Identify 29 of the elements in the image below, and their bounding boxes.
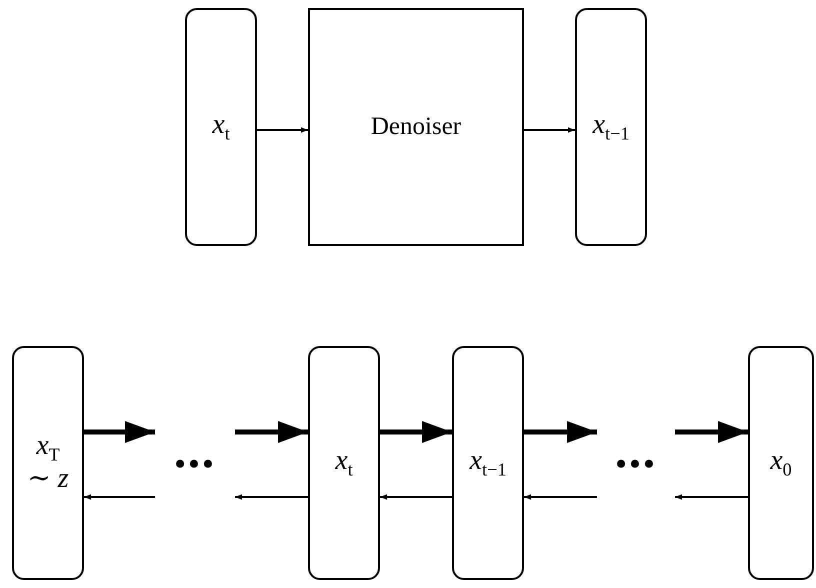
arrow (84, 421, 155, 443)
arrow (380, 494, 452, 500)
arrow (524, 421, 597, 443)
arrow (380, 421, 452, 443)
math-label: x$_{t−1}$ (592, 110, 630, 144)
arrow (524, 494, 597, 500)
ellipsis-dots: ••• (615, 446, 657, 484)
math-label: x$_{T}$ (36, 430, 60, 464)
arrow (235, 494, 308, 500)
math-label: ∼ z (27, 464, 69, 496)
arrow (675, 421, 748, 443)
math-label: x$_{0}$ (770, 446, 792, 480)
rounded-box (185, 8, 257, 246)
math-label: x$_{t}$ (212, 110, 230, 144)
rounded-box (575, 8, 647, 246)
box-label: Denoiser (370, 113, 462, 141)
rounded-box (12, 346, 84, 580)
arrow (675, 494, 748, 500)
ellipsis-dots: ••• (174, 446, 216, 484)
process-box (308, 8, 524, 246)
rounded-box (748, 346, 814, 580)
rounded-box (308, 346, 380, 580)
math-label: x$_{t−1}$ (470, 446, 506, 480)
arrow (84, 494, 155, 500)
arrow (235, 421, 308, 443)
arrow (524, 127, 575, 133)
rounded-box (452, 346, 524, 580)
math-label: x$_{t}$ (335, 446, 353, 480)
arrow (257, 127, 308, 133)
